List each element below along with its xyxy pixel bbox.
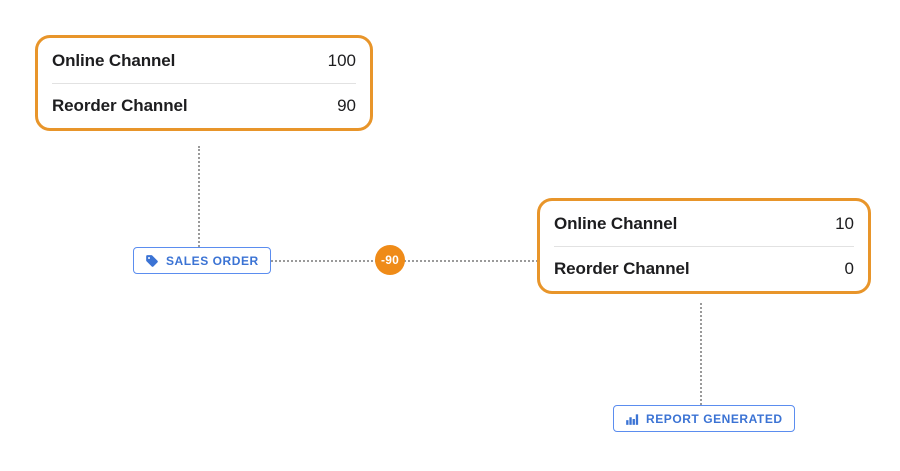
tag-icon: [145, 254, 159, 268]
row-label: Online Channel: [52, 50, 176, 70]
row-value: 0: [844, 259, 854, 278]
row-value: 100: [327, 50, 356, 70]
row-label: Reorder Channel: [554, 259, 690, 278]
sales-order-button[interactable]: SALES ORDER: [133, 247, 271, 274]
sales-order-button-label: SALES ORDER: [166, 253, 259, 268]
node-card-right[interactable]: Online Channel 10 Reorder Channel 0: [537, 198, 871, 294]
table-row: Online Channel 100: [52, 38, 356, 83]
delta-badge[interactable]: -90: [375, 245, 405, 275]
connector-right-card-to-report-generated: [700, 303, 702, 405]
report-generated-button-label: REPORT GENERATED: [646, 411, 783, 426]
node-card-left[interactable]: Online Channel 100 Reorder Channel 90: [35, 35, 373, 131]
connector-badge-to-right-card: [404, 260, 538, 262]
table-row: Reorder Channel 90: [52, 83, 356, 128]
row-label: Reorder Channel: [52, 96, 188, 115]
bar-chart-icon: [625, 412, 639, 426]
row-label: Online Channel: [554, 213, 678, 233]
connector-left-card-to-sales-order: [198, 146, 200, 247]
row-value: 10: [835, 213, 854, 233]
report-generated-button[interactable]: REPORT GENERATED: [613, 405, 795, 432]
connector-sales-order-to-badge: [266, 260, 377, 262]
table-row: Reorder Channel 0: [554, 246, 854, 291]
table-row: Online Channel 10: [554, 201, 854, 246]
row-value: 90: [337, 96, 356, 115]
